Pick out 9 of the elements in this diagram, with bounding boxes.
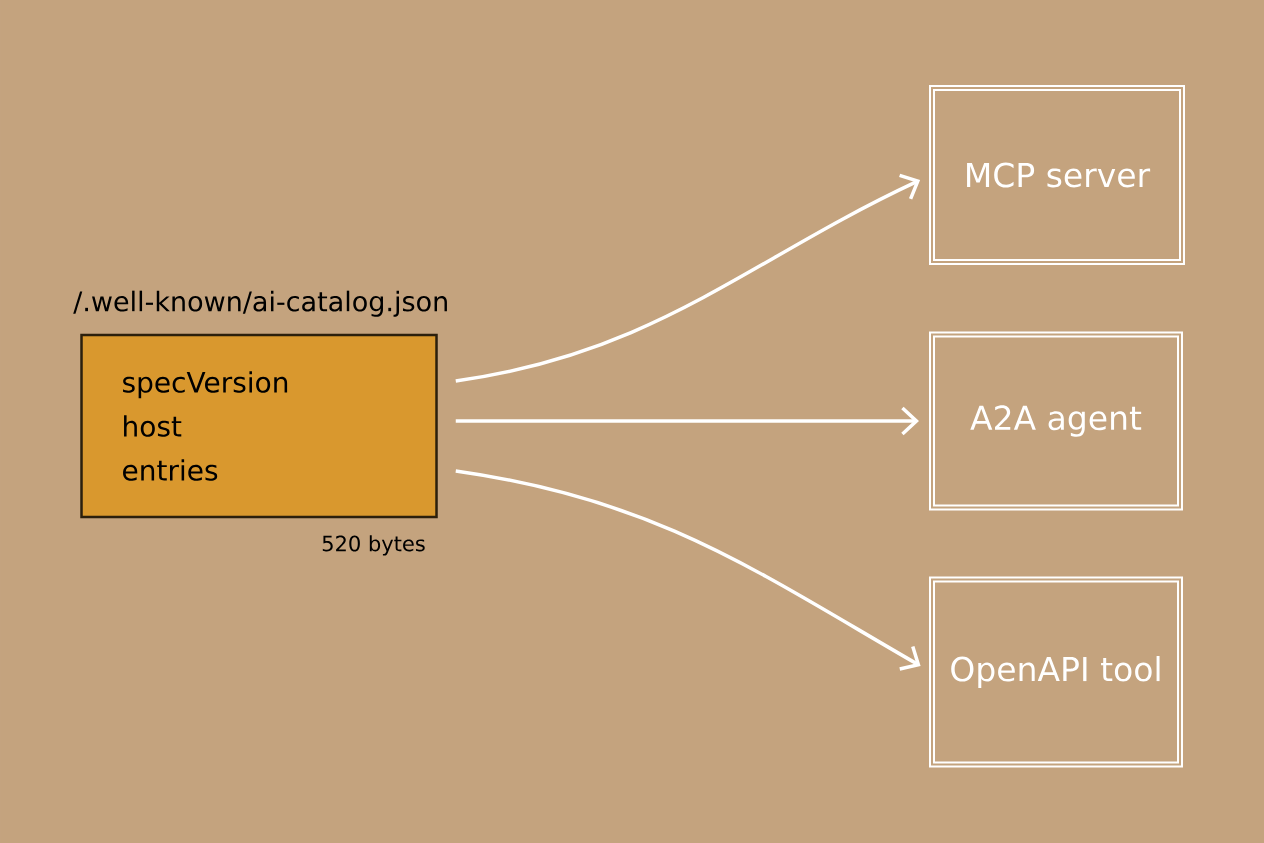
service-box: OpenAPI tool: [929, 576, 1183, 768]
size-label: 520 bytes: [322, 535, 425, 556]
service-box: MCP server: [929, 85, 1185, 265]
arrow: [455, 173, 921, 383]
arrow: [455, 469, 921, 671]
catalog-box: specVersion host entries: [80, 333, 438, 519]
arrow: [455, 406, 919, 436]
file-path-label: /.well-known/ai-catalog.json: [73, 290, 447, 317]
service-box: A2A agent: [929, 331, 1183, 511]
